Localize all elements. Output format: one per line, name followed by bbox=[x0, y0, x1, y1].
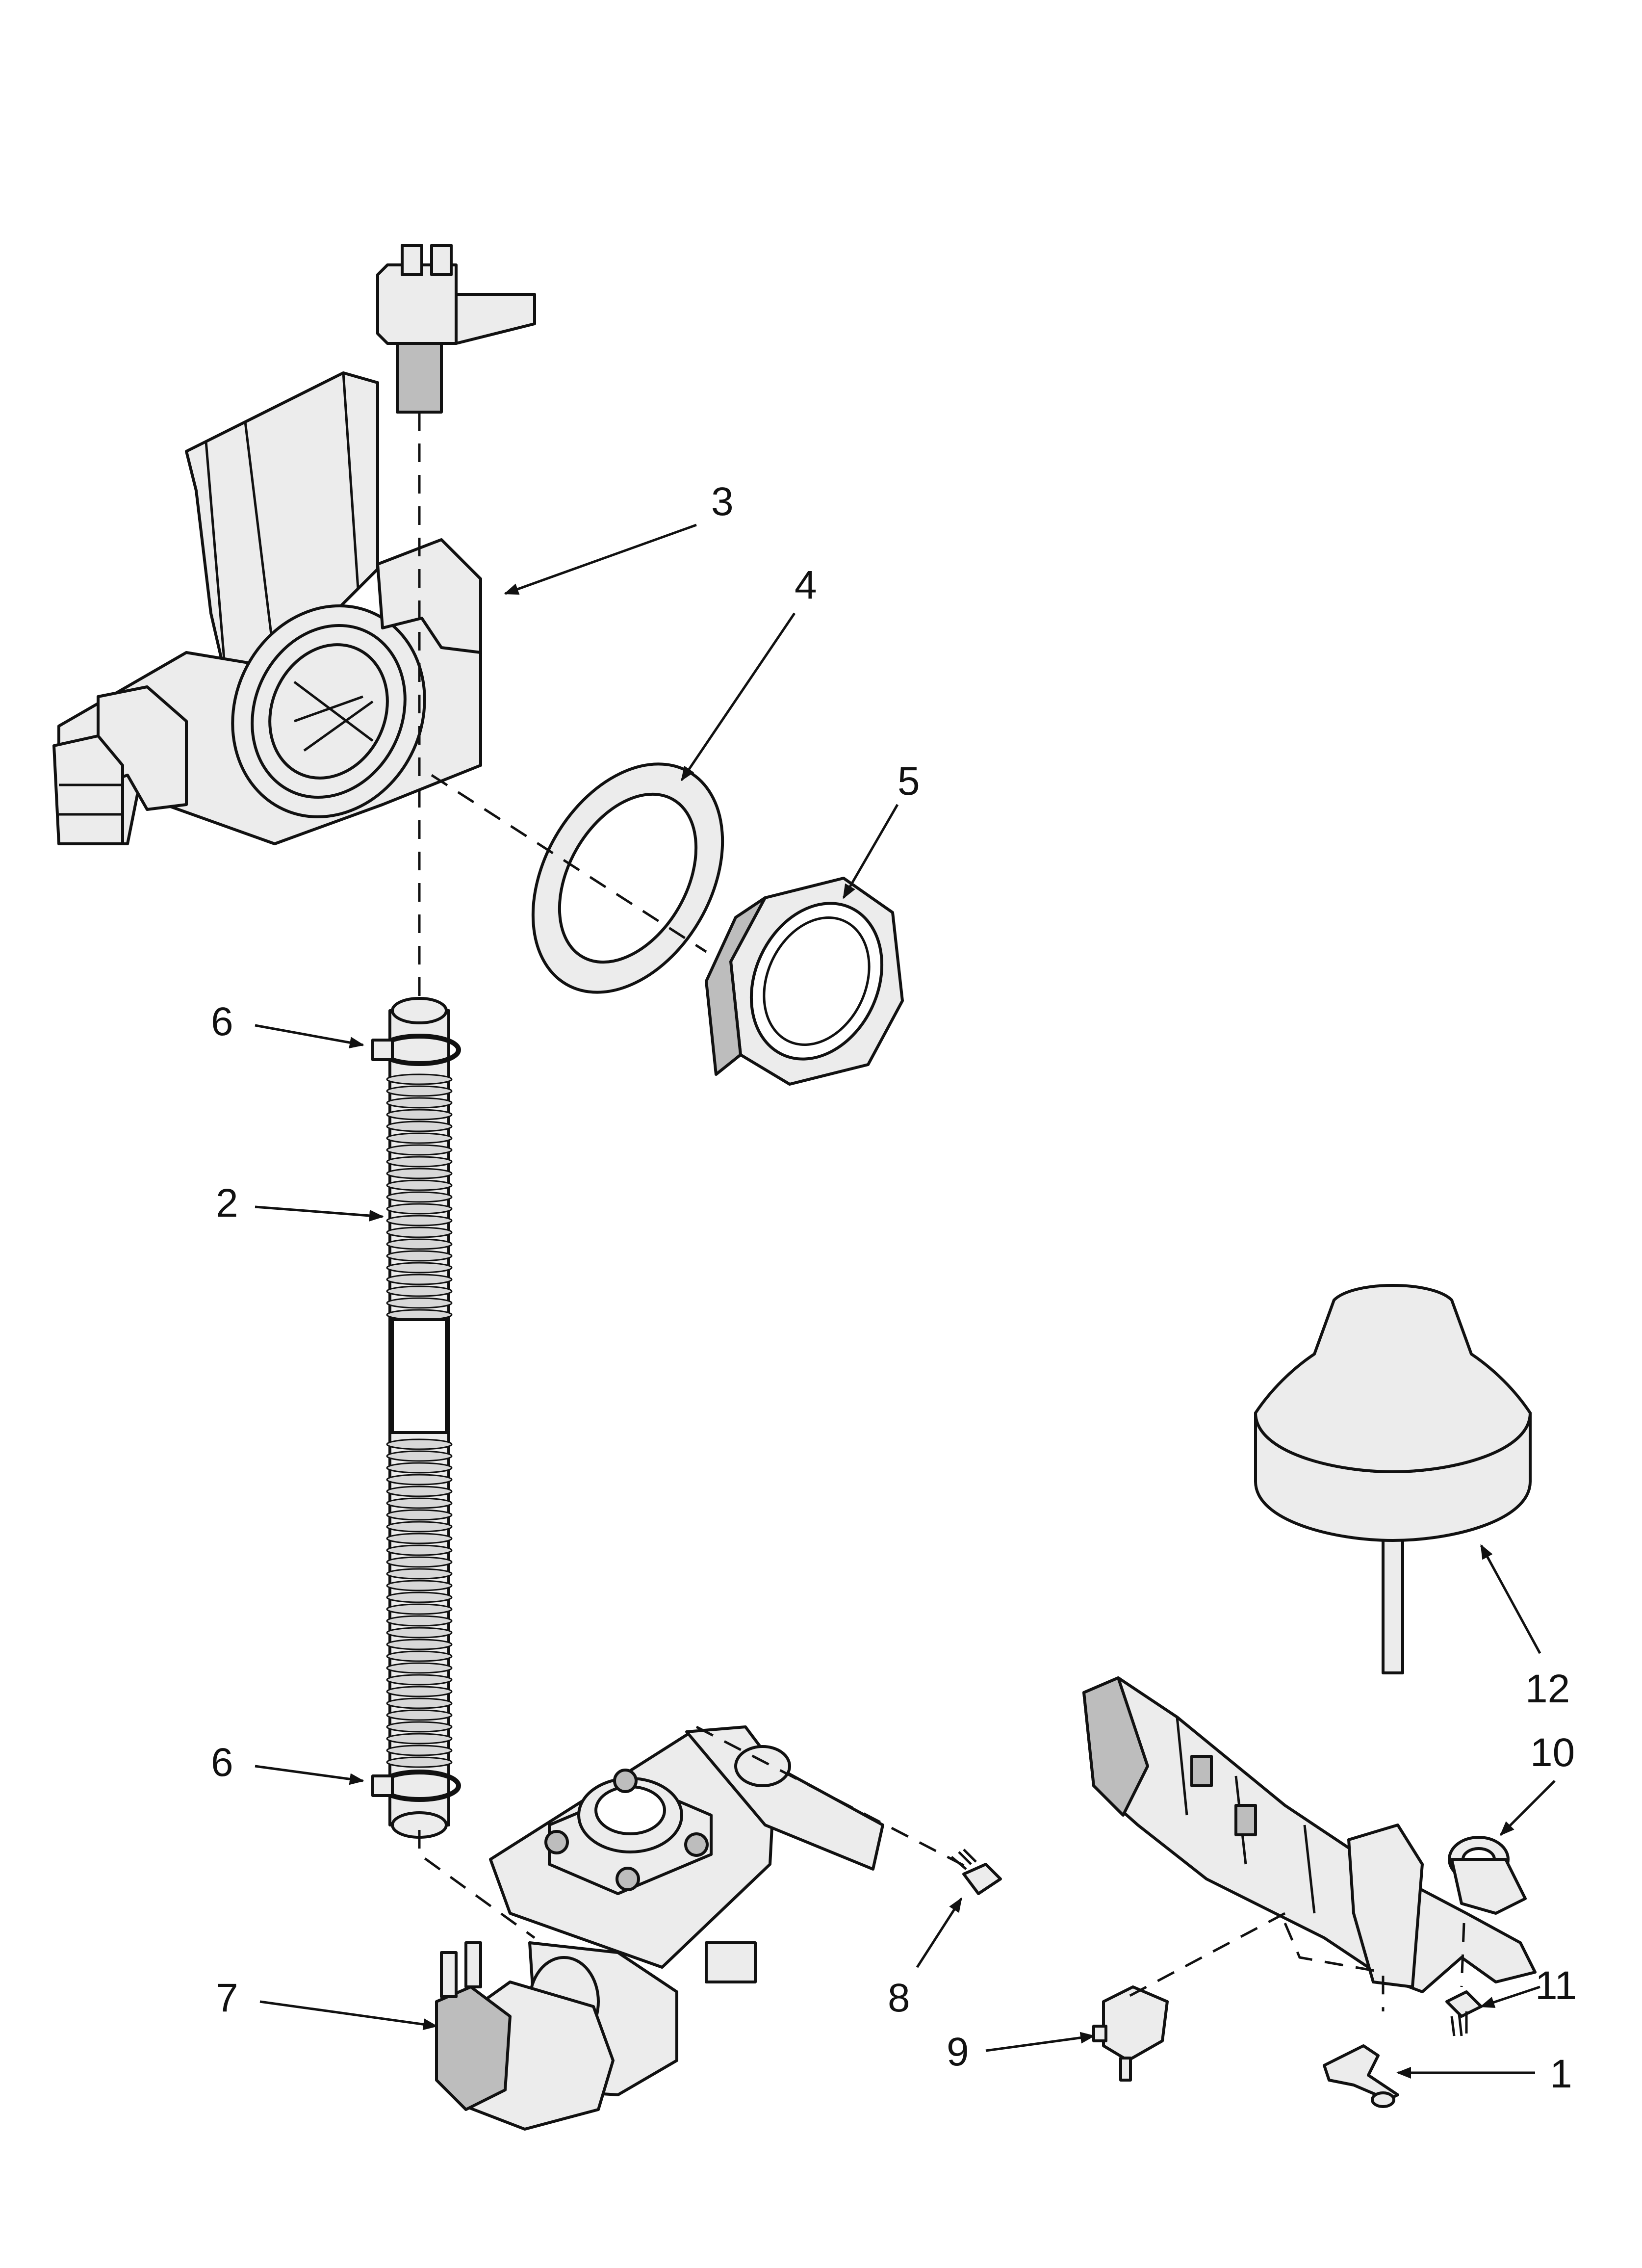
part-3-manifold bbox=[52, 244, 536, 845]
callout-6-bottom: 6 bbox=[211, 1740, 233, 1785]
part-8-screw bbox=[950, 1849, 1002, 1895]
callout-2: 2 bbox=[216, 1181, 238, 1225]
callout-labels: 3 4 5 6 2 6 7 8 9 10 11 1 12 bbox=[211, 479, 1577, 2096]
part-5-nut bbox=[705, 877, 904, 1086]
part-6-clamp-top bbox=[371, 1034, 461, 1066]
callout-8: 8 bbox=[888, 1976, 910, 2020]
callout-5: 5 bbox=[898, 759, 920, 804]
callout-10: 10 bbox=[1530, 1730, 1575, 1775]
part-1-lever bbox=[1323, 2044, 1399, 2108]
part-9-switch bbox=[1092, 1985, 1169, 2082]
callout-7: 7 bbox=[216, 1976, 238, 2020]
callout-9: 9 bbox=[947, 2030, 969, 2074]
part-10-bracket bbox=[1082, 1676, 1537, 1993]
callout-12: 12 bbox=[1525, 1667, 1570, 1711]
callout-11: 11 bbox=[1535, 1963, 1577, 2008]
part-11-screw bbox=[1445, 1990, 1483, 2036]
callout-3: 3 bbox=[711, 479, 734, 524]
part-2-hose bbox=[386, 997, 453, 1839]
part-7-water-valve bbox=[435, 1725, 884, 2131]
part-4-gasket bbox=[531, 762, 724, 994]
callout-6-top: 6 bbox=[211, 999, 233, 1044]
callout-4: 4 bbox=[795, 563, 817, 607]
callout-1: 1 bbox=[1550, 2052, 1572, 2096]
part-6-clamp-bottom bbox=[371, 1770, 461, 1802]
alignment-lines bbox=[418, 412, 1465, 2011]
part-12-float bbox=[1254, 1284, 1532, 1674]
leader-lines bbox=[255, 523, 1556, 2079]
